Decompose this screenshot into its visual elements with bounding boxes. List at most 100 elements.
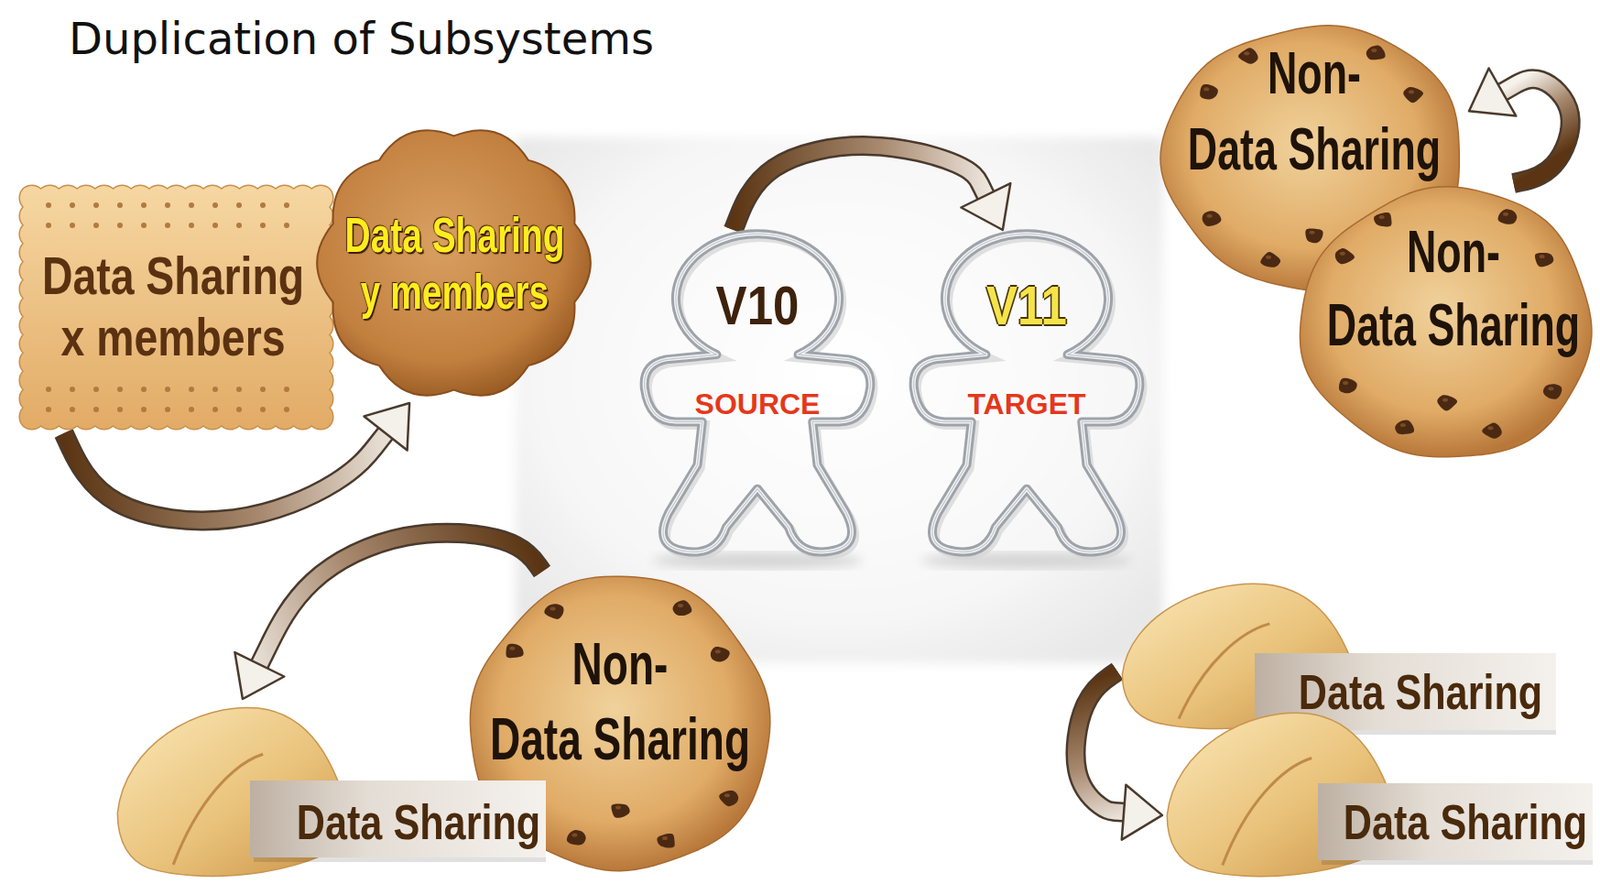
biscuit-dot — [236, 386, 242, 392]
cookie-label: SOURCE — [665, 389, 849, 419]
fortune-cookie-fold — [1222, 758, 1312, 866]
chocolate-chip — [1436, 394, 1458, 411]
chip-highlight — [1309, 230, 1316, 235]
biscuit-dot — [141, 202, 147, 208]
cutter-outline — [644, 233, 874, 556]
title-box: Duplication of Subsystems — [68, 12, 654, 65]
biscuit-dot — [69, 222, 76, 229]
biscuit-dot — [117, 222, 123, 229]
chocolate-cookie: Non- Data Sharing — [1295, 183, 1599, 465]
biscuit-dot — [212, 386, 218, 392]
flower-cookie-outline — [316, 130, 591, 395]
curved-arrow — [1469, 68, 1571, 185]
flower-cookie: Data Sharing y members — [305, 122, 602, 403]
arrow-head — [234, 652, 284, 699]
arrow-outline — [1076, 671, 1125, 813]
chocolate-cookie-outline — [1299, 186, 1591, 458]
fortune-cookie-fold — [173, 753, 263, 865]
biscuit-dot — [188, 386, 195, 392]
chocolate-chip — [1335, 248, 1355, 264]
biscuit-dot — [117, 386, 123, 392]
cutter-outline — [914, 233, 1143, 556]
arrow-outline — [1502, 78, 1570, 184]
biscuit-dot — [260, 386, 266, 392]
chocolate-chip — [1498, 208, 1518, 224]
biscuit-dot — [141, 222, 147, 229]
biscuit-dot — [117, 406, 123, 413]
curved-arrow — [733, 145, 1012, 230]
biscuit-cookie: Data Sharing x members — [15, 181, 338, 434]
arrow-outline — [733, 145, 987, 230]
cookie-label: Non- Data Sharing — [1318, 215, 1589, 362]
biscuit-dot — [236, 222, 242, 229]
chip-highlight — [1203, 87, 1209, 91]
chocolate-chip — [1543, 383, 1562, 400]
biscuit-dot — [236, 406, 242, 413]
chip-highlight — [1488, 425, 1494, 430]
fortune-cookie: Data Sharing — [1162, 704, 1593, 883]
biscuit-dot — [45, 202, 52, 208]
cookie-label: Data Sharing — [293, 796, 544, 847]
biscuit-dot — [212, 202, 218, 208]
chocolate-chip — [1202, 210, 1222, 227]
biscuit-dot — [93, 386, 99, 392]
diagram-title: Duplication of Subsystems — [68, 12, 654, 65]
cookie-label: Non- Data Sharing — [1179, 35, 1449, 188]
arrow-body — [1076, 671, 1125, 813]
biscuit-dot — [164, 222, 171, 229]
arrow-head — [364, 402, 411, 451]
chip-highlight — [1207, 214, 1213, 218]
arrow-body — [64, 433, 386, 521]
chip-highlight — [724, 793, 730, 797]
biscuit-dot — [212, 222, 218, 229]
biscuit-dot — [164, 202, 171, 208]
fortune-cookie: Data Sharing — [1117, 576, 1557, 735]
biscuit-dot — [45, 386, 52, 392]
chocolate-chip — [1481, 422, 1503, 438]
biscuit-dot — [141, 386, 147, 392]
arrow-body — [1502, 78, 1570, 184]
biscuit-dot — [45, 406, 52, 413]
biscuit-dot — [93, 406, 99, 413]
cookie-label: Data Sharing y members — [337, 206, 572, 320]
chip-highlight — [1265, 255, 1272, 260]
chip-highlight — [1379, 215, 1385, 219]
chip-highlight — [1442, 397, 1448, 402]
biscuit-dot — [260, 222, 266, 229]
cookie-cutter: V11TARGET — [906, 229, 1147, 556]
biscuit-dot — [188, 202, 195, 208]
biscuit-dot — [236, 202, 242, 208]
biscuit-dot — [69, 202, 76, 208]
cookie-label: Non- Data Sharing — [481, 627, 759, 778]
fortune-cookie-shape — [1162, 704, 1593, 883]
biscuit-dot — [69, 386, 76, 392]
chip-highlight — [1539, 254, 1546, 259]
biscuit-dot — [117, 202, 123, 208]
biscuit-dot — [45, 222, 52, 229]
chocolate-chip — [1373, 212, 1392, 228]
arrow-head — [1121, 784, 1163, 840]
biscuit-dot — [260, 202, 266, 208]
fortune-cookie-shape — [112, 698, 546, 883]
chip-highlight — [1339, 251, 1346, 256]
chip-highlight — [1243, 51, 1250, 55]
arrow-head — [1469, 68, 1516, 117]
chocolate-chip — [566, 829, 587, 845]
chocolate-chip — [1260, 251, 1281, 268]
biscuit-dot — [188, 222, 195, 229]
arrow-outline — [64, 433, 386, 521]
chocolate-chip — [1305, 228, 1323, 244]
chocolate-chip — [1394, 420, 1415, 436]
chocolate-chip — [544, 603, 564, 620]
cookie-label: Data Sharing — [1295, 666, 1546, 717]
biscuit-outline — [19, 185, 334, 430]
chip-highlight — [715, 649, 721, 654]
chocolate-chip — [1338, 378, 1358, 394]
chocolate-chip — [656, 833, 675, 849]
chip-highlight — [677, 603, 684, 608]
chip-highlight — [1408, 89, 1415, 94]
flower-cookie-shape — [305, 122, 602, 403]
chip-highlight — [1400, 423, 1406, 427]
